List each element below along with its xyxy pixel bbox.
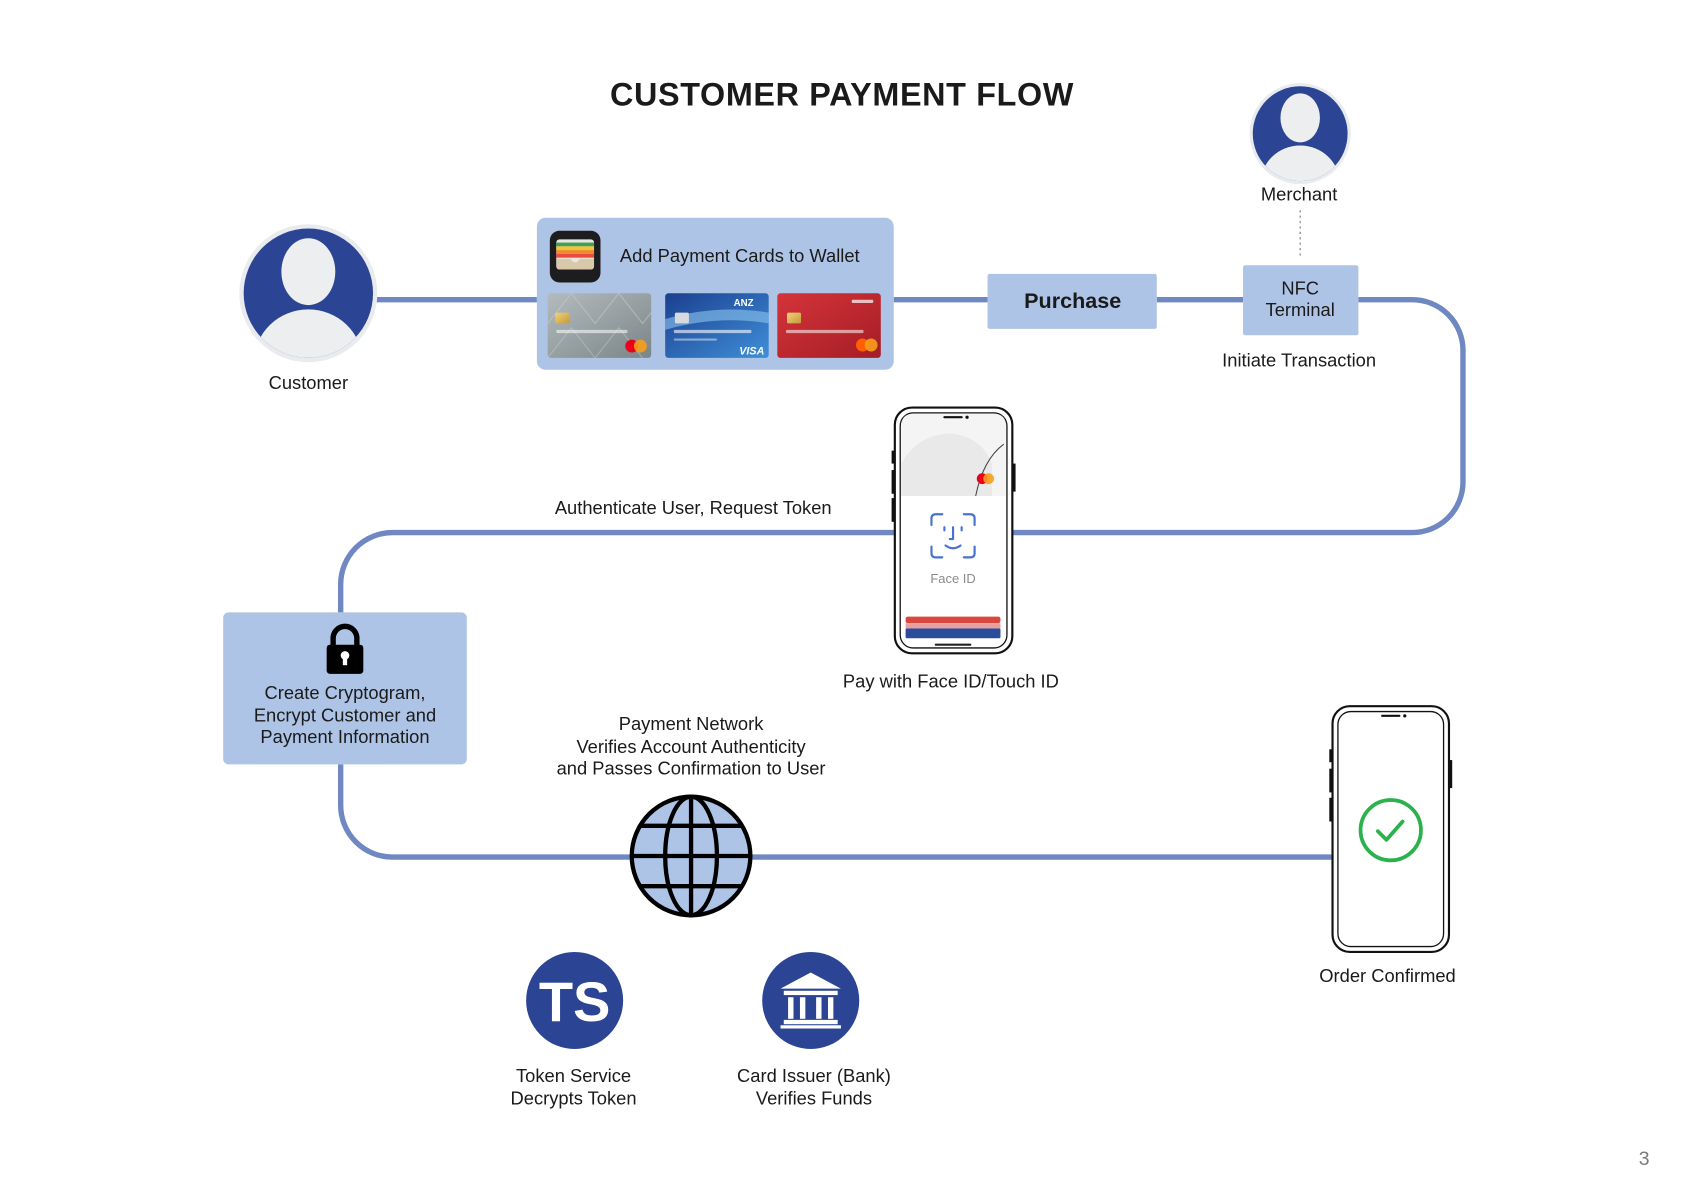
card-issuer-label: Card Issuer (Bank) Verifies Funds: [737, 1066, 891, 1110]
payment-network-label: Payment Network Verifies Account Authent…: [557, 714, 826, 780]
token-service-line: Token Service: [515, 1065, 632, 1087]
mastercard-logo: [625, 339, 647, 353]
order-confirmed-label: Order Confirmed: [1319, 965, 1456, 987]
card-issuer-line: Verifies Funds: [755, 1087, 873, 1109]
merchant-label: Merchant: [1260, 184, 1338, 205]
card-issuer-text: ANZ: [734, 298, 754, 309]
face-id-label: Face ID: [930, 571, 976, 587]
purchase-box: [987, 273, 1157, 329]
payment-card-anz: ANZ VISA: [665, 293, 769, 358]
card-chip: [555, 312, 570, 324]
payment-network-line: and Passes Confirmation to User: [556, 758, 826, 779]
purchase-label: Purchase: [1024, 289, 1122, 314]
cryptogram-line: Payment Information: [260, 726, 430, 748]
mastercard-logo: [856, 338, 878, 352]
card-number-strip: [556, 329, 628, 334]
phone-face-id: [891, 406, 1016, 655]
page-number: 3: [1638, 1147, 1650, 1170]
pay-with-face-id-label: Pay with Face ID/Touch ID: [842, 671, 1059, 692]
token-service-label: Token Service Decrypts Token: [511, 1066, 637, 1110]
flow-connector: [337, 297, 1466, 860]
initiate-transaction-label: Initiate Transaction: [1222, 350, 1377, 371]
payment-network-line: Verifies Account Authenticity: [576, 736, 806, 757]
bank-icon: [762, 951, 860, 1049]
card-chip: [674, 312, 689, 324]
nfc-terminal-box: [1243, 265, 1359, 336]
face-id-icon: [930, 513, 976, 559]
customer-label: Customer: [268, 372, 349, 394]
card-number-strip: [785, 329, 864, 334]
payment-card-red: [777, 293, 881, 358]
cryptogram-line: Create Cryptogram,: [264, 682, 426, 704]
payment-card-silver: [547, 292, 652, 359]
nfc-terminal-label: NFC Terminal: [1266, 278, 1335, 321]
token-service-line: Decrypts Token: [510, 1087, 637, 1109]
card-number-strip: [673, 329, 752, 334]
page-title: CUSTOMER PAYMENT FLOW: [609, 77, 1074, 113]
card-chip: [787, 312, 802, 324]
nfc-terminal-line: Terminal: [1265, 299, 1335, 321]
merchant-person-icon: [1249, 83, 1351, 185]
cryptogram-label: Create Cryptogram, Encrypt Customer and …: [254, 683, 436, 749]
wallet-card-stack: [905, 616, 1001, 624]
card-network-text: VISA: [739, 346, 764, 358]
cryptogram-box: [223, 612, 467, 765]
cryptogram-line: Encrypt Customer and: [253, 704, 437, 726]
card-holder-strip: [673, 338, 717, 341]
token-service-badge: TS: [526, 951, 624, 1049]
mastercard-logo: [976, 473, 995, 485]
nfc-terminal-line: NFC: [1281, 278, 1320, 299]
wallet-icon: [549, 230, 601, 283]
lock-icon: [326, 623, 364, 674]
token-service-badge-text: TS: [539, 970, 611, 1033]
wallet-label: Add Payment Cards to Wallet: [619, 245, 860, 267]
phone-order-confirmed: [1329, 705, 1453, 954]
payment-network-line: Payment Network: [618, 713, 764, 735]
customer-person-icon: [239, 224, 378, 363]
authenticate-label: Authenticate User, Request Token: [554, 497, 832, 519]
card-issuer-line: Card Issuer (Bank): [737, 1065, 891, 1087]
check-circle-icon: [1358, 798, 1423, 863]
globe-icon: [629, 794, 753, 918]
